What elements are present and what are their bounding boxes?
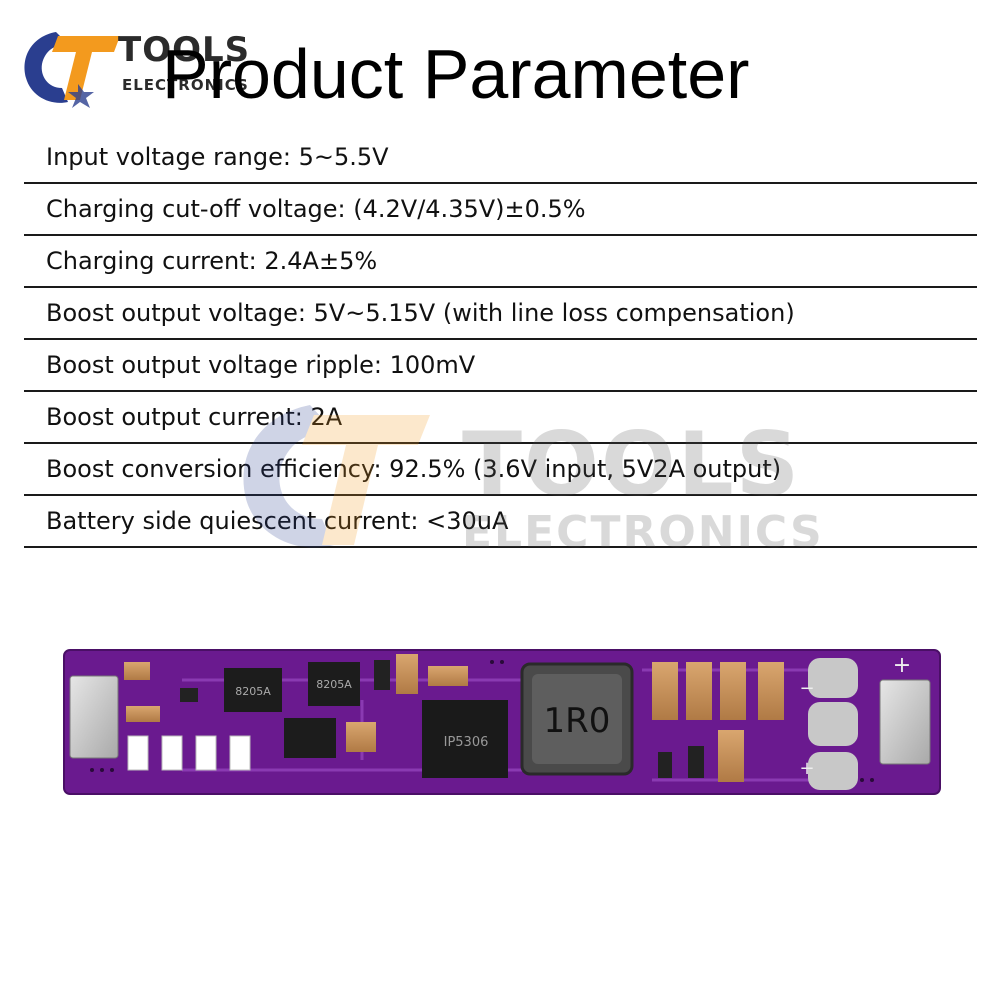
power-management-ic: IP5306 (422, 700, 508, 778)
resistor (688, 746, 704, 778)
svg-text:8205A: 8205A (235, 685, 271, 698)
resistor (658, 752, 672, 778)
param-row-boost-current: Boost output current: 2A (24, 392, 977, 444)
param-row-cutoff-voltage: Charging cut-off voltage: (4.2V/4.35V)±0… (24, 184, 977, 236)
capacitor (758, 662, 784, 720)
capacitor (126, 706, 160, 722)
parameter-list: Input voltage range: 5~5.5V Charging cut… (24, 132, 977, 548)
param-row-input-voltage: Input voltage range: 5~5.5V (24, 132, 977, 184)
logo-text-tools: TOOLS (118, 30, 251, 70)
mosfet-chip: 8205A (308, 662, 360, 706)
svg-text:8205A: 8205A (316, 678, 352, 691)
capacitor (124, 662, 150, 680)
capacitor (346, 722, 376, 752)
capacitor (652, 662, 678, 720)
resistor (374, 660, 390, 690)
svg-text:1R0: 1R0 (544, 701, 611, 741)
mosfet-chip: 8205A (224, 668, 282, 712)
solder-pad (808, 702, 858, 746)
brand-logo (18, 22, 258, 112)
param-row-quiescent-current: Battery side quiescent current: <30uA (24, 496, 977, 548)
logo-text-electronics: ELECTRONICS (122, 76, 249, 94)
small-chip (284, 718, 336, 758)
plus-sign-label: + (893, 653, 911, 678)
page-title: Product Parameter (162, 35, 750, 113)
left-battery-pad (69, 675, 119, 759)
param-row-efficiency: Boost conversion efficiency: 92.5% (3.6V… (24, 444, 977, 496)
capacitor (720, 662, 746, 720)
capacitor (686, 662, 712, 720)
power-inductor: 1R0 (520, 662, 634, 776)
resistor (180, 688, 198, 702)
capacitor (718, 730, 744, 782)
right-battery-pad (879, 679, 931, 765)
solder-pad (808, 752, 858, 790)
solder-pad (808, 658, 858, 698)
capacitor (396, 654, 418, 694)
indicator-leds (127, 735, 251, 771)
param-row-charging-current: Charging current: 2.4A±5% (24, 236, 977, 288)
svg-text:IP5306: IP5306 (444, 735, 489, 750)
capacitor (428, 666, 468, 686)
minus-sign-label: − (799, 678, 814, 699)
param-row-boost-voltage: Boost output voltage: 5V~5.15V (with lin… (24, 288, 977, 340)
param-row-ripple: Boost output voltage ripple: 100mV (24, 340, 977, 392)
plus-sign-label: + (799, 758, 814, 779)
pcb-board-image: 8205A 8205A IP5306 1R0 + − + (63, 649, 941, 795)
logo-mark-icon (24, 32, 120, 108)
